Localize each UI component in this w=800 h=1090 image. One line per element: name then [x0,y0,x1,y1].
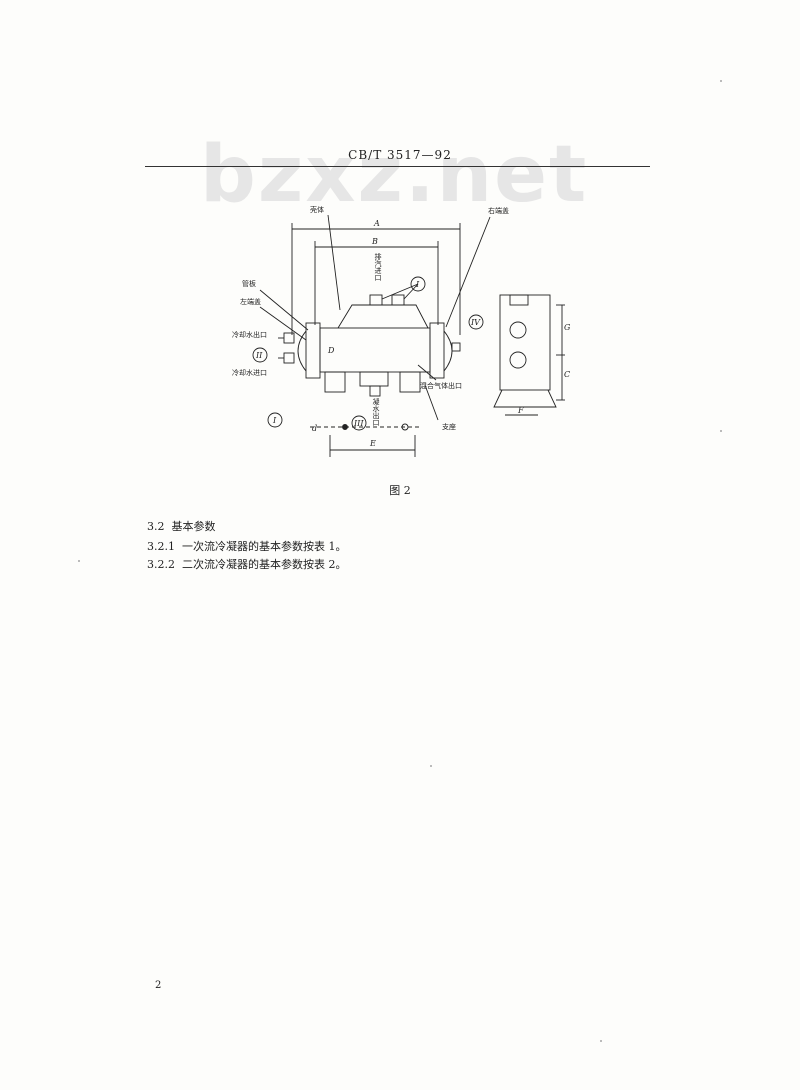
scan-speck [720,80,722,82]
label-mixed-gas-out: 混合气体出口 [420,381,462,390]
section-number: 3.2.1 [147,540,175,553]
scan-speck [600,1040,602,1042]
dim-d: D [327,346,335,355]
condenser-drawing: 壳体 右端盖 管板 左端盖 冷却水出口 冷却水进口 排汽进口 凝水出口 混合气体… [232,205,570,457]
marker-iv: IV [470,318,481,327]
section-text: 二次流冷凝器的基本参数按表 2。 [182,558,347,571]
label-right-cover: 右端盖 [488,206,509,215]
header-rule [145,166,650,167]
scan-speck [430,765,432,767]
section-3-2-2: 3.2.2 二次流冷凝器的基本参数按表 2。 [147,556,347,572]
dim-c: C [564,370,570,379]
section-3-2: 3.2 基本参数 [147,518,216,534]
section-number: 3.2.2 [147,558,175,571]
page-number: 2 [155,980,162,991]
label-steam-in: 排汽进口 [374,252,382,281]
label-shell: 壳体 [310,205,324,214]
label-tube-sheet: 管板 [242,279,256,288]
scan-speck [720,430,722,432]
dim-f: F [517,406,524,415]
dim-g: G [564,323,570,332]
label-left-cover: 左端盖 [240,297,261,306]
section-text: 一次流冷凝器的基本参数按表 1。 [182,540,347,553]
marker-i: I [415,280,420,289]
figure-caption: 图 2 [389,484,411,497]
scan-speck [78,560,80,562]
dim-d-small: d [312,424,317,433]
label-support: 支座 [442,422,456,431]
standard-code: CB/T 3517—92 [348,148,452,162]
dim-b: B [371,237,378,246]
marker-i-bottom: I [272,416,277,425]
label-condensate-out: 凝水出口 [372,397,380,426]
marker-ii: II [255,351,263,360]
dim-e: E [369,439,376,448]
section-number: 3.2 [147,520,165,533]
section-3-2-1: 3.2.1 一次流冷凝器的基本参数按表 1。 [147,538,347,554]
label-water-in: 冷却水进口 [232,368,267,377]
marker-iii: III [353,419,364,428]
dim-a: A [373,219,380,228]
label-water-out: 冷却水出口 [232,330,267,339]
section-text: 基本参数 [171,520,216,533]
